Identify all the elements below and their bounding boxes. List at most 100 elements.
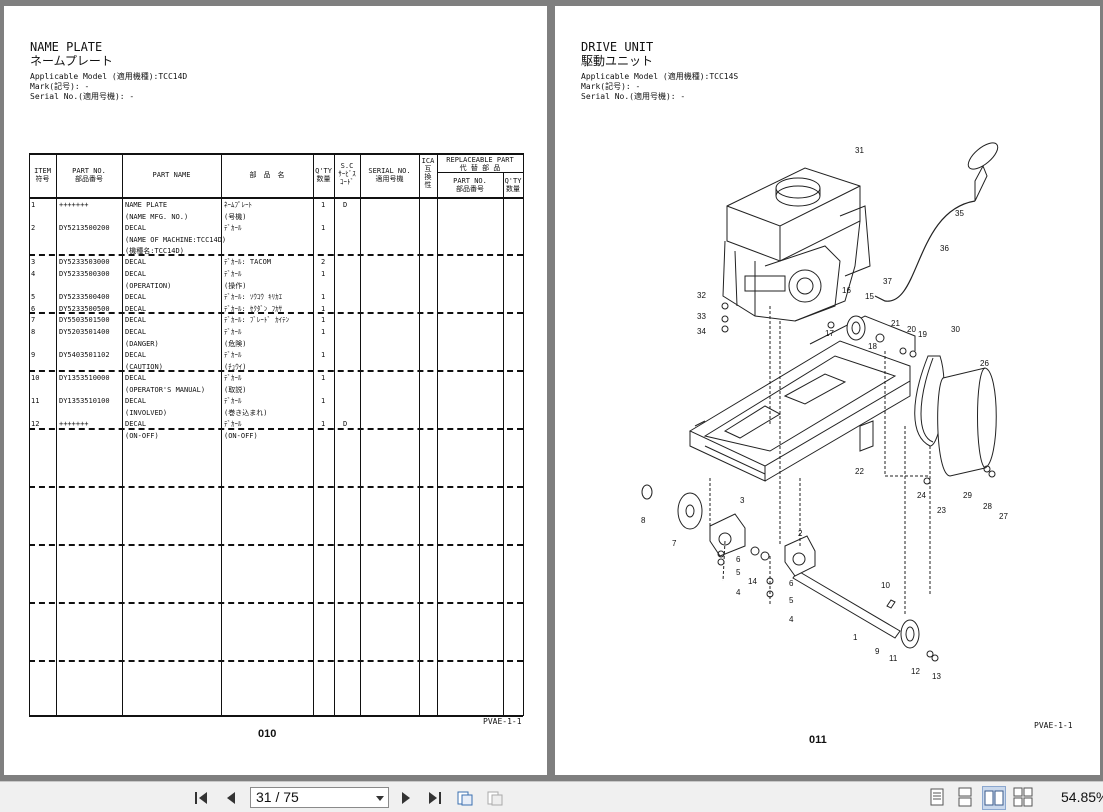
page-code: PVAE-1-1: [483, 717, 522, 726]
callout-10: 10: [881, 581, 890, 590]
single-page-view-button[interactable]: [926, 786, 950, 810]
cell-qty: 1: [321, 270, 326, 278]
cell-part-no: +++++++: [59, 201, 89, 209]
callout-19: 19: [918, 330, 927, 339]
callout-13: 13: [932, 672, 941, 681]
zoom-level[interactable]: 54.85%: [1061, 789, 1103, 805]
callout-35: 35: [955, 209, 964, 218]
cell-name: DECAL(NAME OF MACHINE:TCC14D)(機種名:TCC14D…: [125, 224, 227, 255]
cell-item: 5: [31, 293, 36, 301]
continuous-facing-view-button[interactable]: [1012, 786, 1036, 810]
cell-qty: 1: [321, 374, 326, 382]
cell-jp: ﾃﾞｶｰﾙ(危険): [224, 328, 247, 348]
callout-32: 32: [697, 291, 706, 300]
callout-1: 1: [853, 633, 858, 642]
cell-part-no: DY5213500200: [59, 224, 110, 232]
go-forward-icon[interactable]: [485, 789, 503, 807]
page-select[interactable]: 31 / 75: [250, 787, 389, 808]
cell-name: DECAL: [125, 316, 147, 324]
prev-page-icon[interactable]: [222, 789, 240, 807]
cell-name: DECAL: [125, 305, 147, 313]
cell-item: 4: [31, 270, 36, 278]
next-page-icon[interactable]: [397, 789, 415, 807]
callout-21: 21: [891, 319, 900, 328]
applicable-model: Applicable Model (適用機種):TCC14D: [30, 72, 188, 81]
right-page: DRIVE UNIT 駆動ユニット Applicable Model (適用機種…: [555, 6, 1100, 775]
callout-36: 36: [940, 244, 949, 253]
callout-11: 11: [889, 654, 898, 663]
header-jp-name: 部 品 名: [249, 171, 285, 179]
callout-30: 30: [951, 325, 960, 334]
cell-item: 3: [31, 258, 36, 266]
cell-part-no: DY5403501102: [59, 351, 110, 359]
cell-name: DECAL(ON-OFF): [125, 420, 159, 440]
continuous-view-button[interactable]: [954, 786, 978, 810]
continuous-icon: [958, 787, 972, 807]
continuous-facing-icon: [1013, 787, 1033, 807]
cell-name: DECAL(CAUTION): [125, 351, 163, 371]
page-number: 011: [809, 734, 827, 746]
callout-9: 9: [875, 647, 880, 656]
drive-unit-diagram: 31 35 36 37 32 33 34 16 15 17 18 21 20 1…: [641, 142, 1008, 681]
cell-jp: ﾃﾞｶｰﾙ: TACOM: [224, 258, 272, 266]
cell-jp: ﾃﾞｶｰﾙ: ﾌﾞﾚｰﾄﾞ ｶｲﾃﾝ: [224, 316, 290, 324]
first-page-icon[interactable]: [193, 789, 211, 807]
facing-view-button[interactable]: [982, 786, 1006, 810]
callout-20: 20: [907, 325, 916, 334]
callout-18: 18: [868, 342, 877, 351]
cell-jp: ﾃﾞｶｰﾙ(取説): [224, 374, 247, 394]
callout-29: 29: [963, 491, 972, 500]
callout-34: 34: [697, 327, 706, 336]
cell-qty: 1: [321, 224, 326, 232]
callout-15: 15: [865, 292, 874, 301]
cell-part-no: +++++++: [59, 420, 89, 428]
callout-23: 23: [937, 506, 946, 515]
callout-14: 14: [748, 577, 757, 586]
page-number: 010: [258, 728, 277, 740]
cell-qty: 1: [321, 328, 326, 336]
cell-name: NAME PLATE(NAME MFG. NO.): [125, 201, 189, 221]
cell-jp: ﾃﾞｶｰﾙ(巻き込まれ): [224, 397, 268, 417]
callout-6: 6: [736, 555, 741, 564]
callout-8: 8: [641, 516, 646, 525]
title-jp: 駆動ユニット: [581, 54, 654, 68]
cell-name: DECAL: [125, 258, 147, 266]
facing-icon: [984, 790, 1004, 806]
cell-jp: ﾈｰﾑﾌﾟﾚｰﾄ(号機): [224, 201, 252, 221]
title-jp: ネームプレート: [30, 54, 113, 68]
cell-jp: ﾃﾞｶｰﾙ(操作): [224, 270, 247, 290]
cell-item: 6: [31, 305, 36, 313]
cell-item: 9: [31, 351, 36, 359]
callout-17: 17: [825, 329, 834, 338]
callout-5: 5: [736, 568, 741, 577]
cell-jp: ﾃﾞｶｰﾙ: ｿｳｺｳ ｷﾘｶｴ: [224, 293, 283, 301]
cell-qty: 1: [321, 420, 326, 428]
cell-qty: 1: [321, 293, 326, 301]
chevron-down-icon: [376, 796, 384, 801]
cell-item: 1: [31, 201, 36, 209]
last-page-icon[interactable]: [425, 789, 443, 807]
callout-4: 4: [736, 588, 741, 597]
callout-24: 24: [917, 491, 926, 500]
page-header: NAME PLATE ネームプレート Applicable Model (適用機…: [30, 40, 187, 102]
callout-12: 12: [911, 667, 920, 676]
go-back-icon[interactable]: [455, 789, 473, 807]
cell-qty: 1: [321, 201, 326, 209]
cell-jp: ﾃﾞｶｰﾙ(ﾁｭｳｲ): [224, 351, 247, 371]
cell-qty: 1: [321, 351, 326, 359]
cell-name: DECAL(OPERATOR'S MANUAL): [125, 374, 206, 394]
mark: Mark(記号): -: [30, 82, 90, 91]
callout-33: 33: [697, 312, 706, 321]
cell-name: DECAL(OPERATION): [125, 270, 172, 290]
header-serial-no: SERIAL NO.適用号機: [368, 167, 411, 183]
header-rep-part-no: PART NO.部品番号: [453, 177, 487, 193]
viewer-toolbar: 31 / 75 54.: [0, 781, 1103, 812]
callout-4b: 4: [789, 615, 794, 624]
page-indicator: 31 / 75: [256, 789, 299, 805]
applicable-model: Applicable Model (適用機種):TCC14S: [581, 72, 739, 81]
